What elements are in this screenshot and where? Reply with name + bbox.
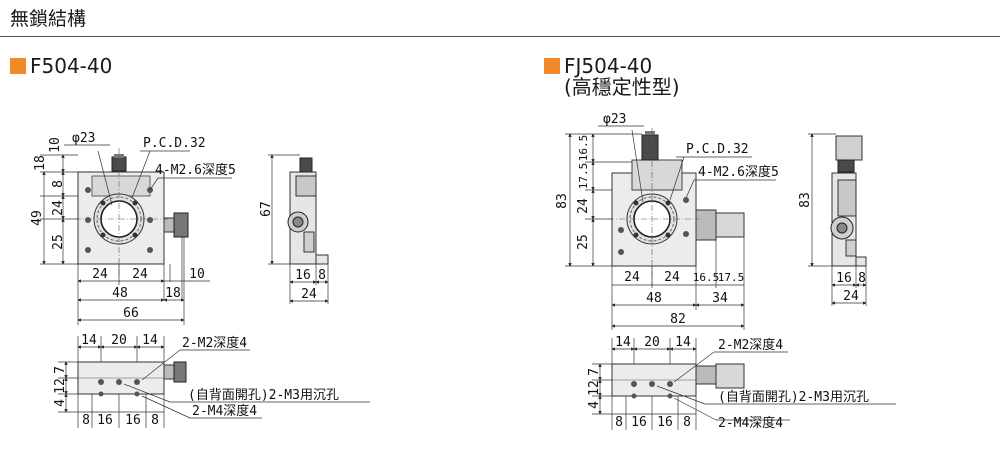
pcd-callout: P.C.D.32 [143,136,206,151]
dim-label: 20 [111,333,127,348]
dim-label: 83 [798,192,813,208]
dim-label: 12 [53,378,68,394]
dim-label: 25 [576,234,591,250]
holes-callout: 4-M2.6深度5 [698,164,779,180]
title-divider [0,36,1000,37]
fj504-plan-view [611,363,745,399]
dim-label: 67 [259,201,274,217]
bottom-holes-callout: 2-M4深度4 [192,403,257,419]
dim-label: 66 [123,306,139,321]
f504-front-view [75,148,189,282]
fj504-side-labels: 83 16 8 24 [798,192,866,304]
f504-side-view [287,157,329,265]
dim-label: 25 [51,234,66,250]
dim-label: 24 [576,198,591,214]
dim-label: 14 [675,335,691,350]
dim-label: 24 [51,200,66,216]
dim-label: 17.5 [577,163,590,190]
fj504-front-dims [565,125,776,330]
dim-label: 8 [151,413,159,428]
dim-label: 49 [30,210,45,226]
fj504-front-view [608,128,745,285]
top-holes-callout: 2-M2深度4 [182,335,247,351]
dim-label: 16.5 [693,271,720,284]
dim-label: 12 [587,380,602,396]
phi-callout: φ23 [72,131,95,146]
dim-label: 10 [48,137,63,153]
dim-label: 14 [615,335,631,350]
dim-label: 83 [555,193,570,209]
top-holes-callout: 2-M2深度4 [718,337,783,353]
f504-front-labels: 10 18 8 24 49 25 24 24 10 48 18 66 φ23 P… [30,131,236,321]
dim-label: 8 [683,415,691,430]
dim-label: 14 [81,333,97,348]
dim-label: 4 [587,401,602,409]
dim-label: 48 [112,286,128,301]
dim-label: 8 [318,268,326,283]
fj504-side-view [830,135,867,267]
dim-label: 16.5 [577,135,590,162]
dim-label: 34 [712,291,728,306]
dim-label: 8 [858,271,866,286]
fj504-side-dims [808,133,867,306]
f504-side-labels: 67 16 8 24 [259,201,326,302]
dim-label: 8 [82,413,90,428]
f504-plan-labels: 14 20 14 7 12 4 8 16 16 8 2-M2深度4 (自背面開孔… [53,333,339,428]
dim-label: 7 [53,366,68,374]
dim-label: 16 [125,413,141,428]
bottom-holes-callout: 2-M4深度4 [718,415,783,431]
model-marker [10,58,26,74]
model-name-f504: F504-40 [30,54,113,78]
dim-label: 14 [142,333,158,348]
dim-label: 24 [132,267,148,282]
model-subtitle-fj504: (高穩定性型) [564,75,680,99]
fj504-plan-labels: 14 20 14 7 12 4 8 16 16 8 2-M2深度4 (自背面開孔… [587,335,869,431]
dim-label: 8 [615,415,623,430]
dim-label: 16 [631,415,647,430]
model-marker [544,58,560,74]
dim-label: 16 [295,268,311,283]
dim-label: 24 [624,270,640,285]
dim-label: 18 [33,155,48,171]
dim-label: 16 [836,271,852,286]
dim-label: 16 [97,413,113,428]
fj504-front-labels: 16.5 17.5 83 24 25 24 24 16.5 17.5 48 34… [555,112,779,327]
dim-label: 10 [189,267,205,282]
counterbore-callout: (自背面開孔)2-M3用沉孔 [188,388,339,403]
dim-label: 24 [843,289,859,304]
phi-callout: φ23 [603,112,626,127]
f504-side-dims [268,154,329,304]
fj504-plan-dims [592,338,896,430]
counterbore-callout: (自背面開孔)2-M3用沉孔 [718,390,869,405]
section-title: 無鎖結構 [10,8,87,30]
holes-callout: 4-M2.6深度5 [155,162,236,178]
dim-label: 17.5 [718,271,745,284]
pcd-callout: P.C.D.32 [686,142,749,157]
dim-label: 16 [657,415,673,430]
dim-label: 24 [664,270,680,285]
f504-front-dims [40,144,232,325]
model-name-fj504: FJ504-40 [564,54,653,78]
dim-label: 82 [670,312,686,327]
dim-label: 20 [644,335,660,350]
dim-label: 4 [53,399,68,407]
f504-plan-dims [58,336,370,428]
dim-label: 24 [301,287,317,302]
model-heading-fj504: FJ504-40(高穩定性型) [544,56,680,98]
dim-label: 48 [646,291,662,306]
model-heading-f504: F504-40 [10,56,112,77]
dim-label: 18 [165,286,181,301]
dim-label: 8 [51,180,66,188]
dim-label: 7 [587,368,602,376]
f504-plan-view [77,361,187,397]
dim-label: 24 [92,267,108,282]
